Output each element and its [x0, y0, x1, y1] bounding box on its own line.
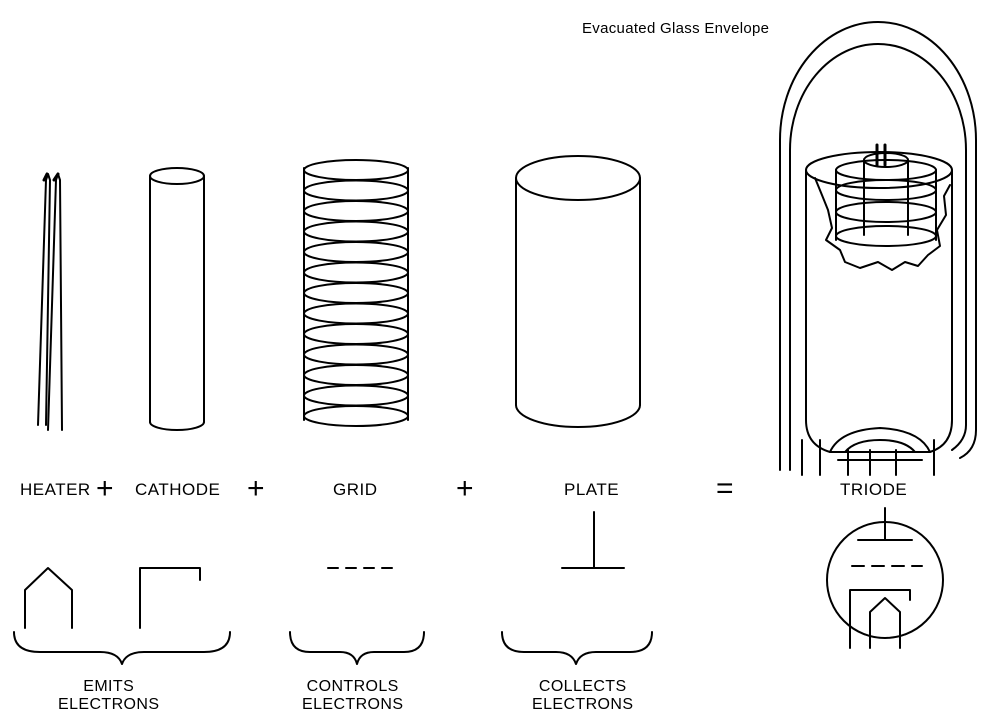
grid-wire-turn — [303, 302, 409, 325]
plate-drawing — [515, 155, 641, 428]
plus-operator: + — [96, 472, 114, 505]
grid-wire-turn — [303, 179, 409, 202]
emits-line2: ELECTRONS — [58, 696, 160, 713]
grid-label: GRID — [333, 480, 378, 499]
grid-wire-turn — [303, 343, 409, 366]
heater-label: HEATER — [20, 480, 91, 499]
controls-line2: ELECTRONS — [302, 696, 404, 713]
grid-wire-turn — [303, 364, 409, 386]
triode-tube-drawing — [779, 21, 977, 476]
collects-electrons-label: COLLECTS ELECTRONS — [532, 678, 633, 714]
cathode-drawing — [149, 167, 205, 431]
emits-brace — [13, 631, 231, 665]
controls-electrons-label: CONTROLS ELECTRONS — [302, 678, 403, 714]
emits-line1: EMITS — [83, 678, 135, 695]
cathode-label: CATHODE — [135, 480, 221, 499]
plus-operator: + — [247, 472, 265, 505]
grid-wire-turn — [303, 159, 409, 181]
grid-wire-turn — [303, 261, 409, 284]
equals-operator: = — [716, 472, 734, 505]
grid-wire-turn — [303, 323, 409, 345]
plate-symbol — [561, 511, 625, 569]
emits-electrons-label: EMITS ELECTRONS — [58, 678, 159, 714]
cathode-symbol — [139, 567, 201, 629]
grid-wire-turn — [303, 282, 409, 304]
controls-brace — [289, 631, 425, 665]
collects-line2: ELECTRONS — [532, 696, 634, 713]
heater-symbol — [24, 567, 73, 629]
collects-brace — [501, 631, 653, 665]
collects-line1: COLLECTS — [538, 678, 627, 695]
heater-drawing — [37, 172, 63, 431]
grid-wire-turn — [303, 384, 409, 407]
plate-label: PLATE — [564, 480, 620, 499]
grid-wire-turn — [303, 241, 409, 263]
envelope-label: Evacuated Glass Envelope — [582, 20, 770, 37]
plus-operator: + — [456, 472, 474, 505]
controls-line1: CONTROLS — [306, 678, 399, 695]
grid-wire-turn — [303, 200, 409, 222]
grid-wire-turn — [303, 405, 409, 427]
grid-drawing — [303, 159, 409, 427]
triode-label: TRIODE — [840, 480, 908, 499]
grid-wire-turn — [303, 220, 409, 243]
triode-symbol — [826, 507, 944, 649]
